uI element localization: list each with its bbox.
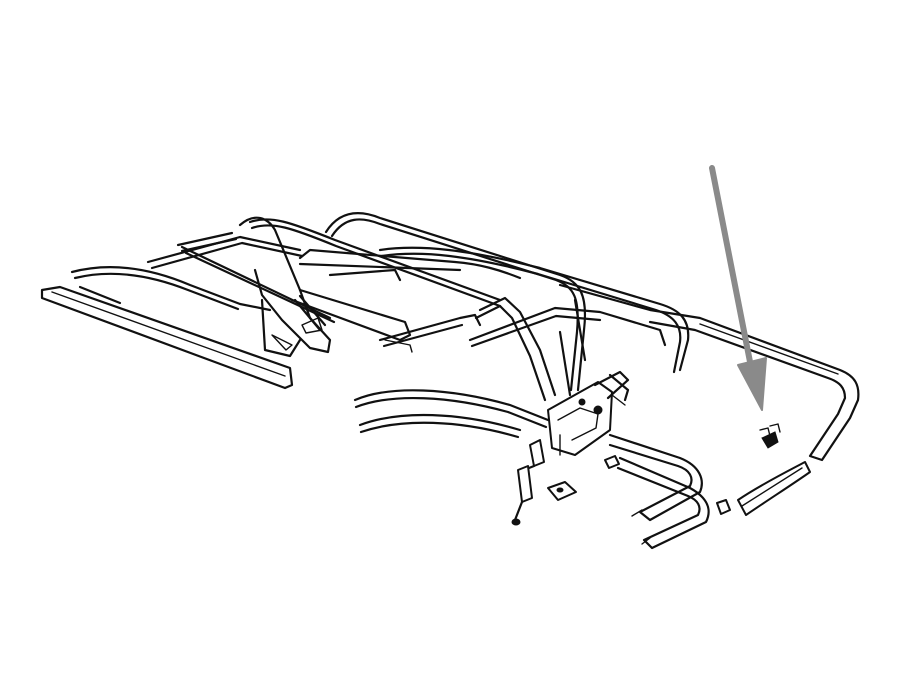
lower-seal-strips (353, 389, 710, 550)
left-hinge-linkage (238, 216, 332, 358)
rear-seal-pad (737, 461, 811, 516)
gas-strut (511, 439, 545, 526)
small-fittings (604, 423, 781, 515)
arrow-down-icon (709, 165, 767, 411)
side-rail-right (378, 283, 860, 462)
main-pillar-assembly (474, 296, 630, 456)
roof-bows (248, 212, 690, 392)
mount-bracket (547, 481, 577, 501)
front-header-rail (40, 266, 294, 390)
